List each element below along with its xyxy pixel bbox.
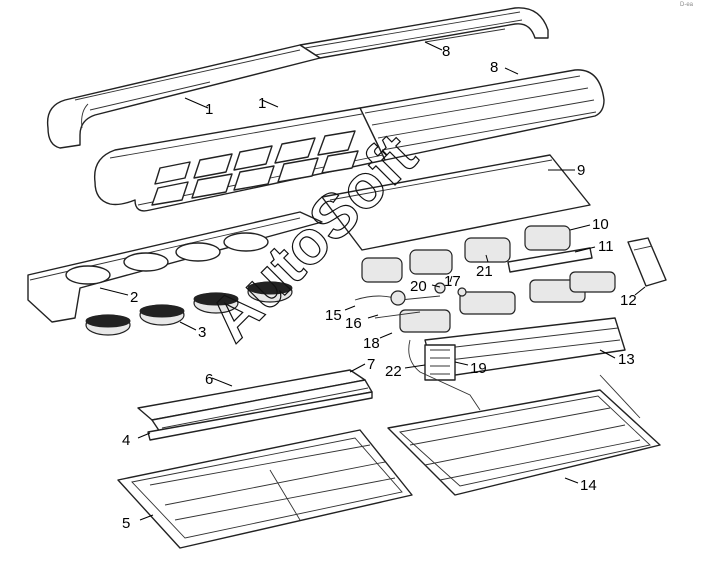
callout-19: 19 xyxy=(470,360,487,377)
part-12-control-box xyxy=(627,237,667,287)
callout-15: 15 xyxy=(325,307,342,324)
callout-5: 5 xyxy=(122,515,130,532)
part-2-base-plate xyxy=(27,211,323,323)
part-11-rail xyxy=(507,247,593,273)
part-8-lower-cover xyxy=(359,69,605,161)
part-3-fans xyxy=(85,281,293,336)
callout-21: 21 xyxy=(476,263,493,280)
callout-14: 14 xyxy=(580,477,597,494)
callout-6: 6 xyxy=(205,371,213,388)
callout-18: 18 xyxy=(363,335,380,352)
leader-lines xyxy=(99,41,646,521)
callout-3: 3 xyxy=(198,324,206,341)
callout-20: 20 xyxy=(410,278,427,295)
part-6-7-4-filter xyxy=(137,369,373,441)
callout-7: 7 xyxy=(367,356,375,373)
callout-1-upper: 1 xyxy=(205,101,213,118)
part-10-blowers xyxy=(361,225,571,283)
callout-16: 16 xyxy=(345,315,362,332)
callout-8-lower: 8 xyxy=(490,59,498,76)
callout-1-lower: 1 xyxy=(258,95,266,112)
part-9-top-plate xyxy=(321,154,591,251)
callout-17: 17 xyxy=(444,273,461,290)
part-8-upper-cover xyxy=(299,7,549,59)
piping-parts xyxy=(354,282,481,411)
callout-13: 13 xyxy=(618,351,635,368)
part-1-upper-cover xyxy=(46,44,321,149)
part-5-frame xyxy=(117,429,413,549)
corner-mark: D-ea xyxy=(679,2,693,8)
part-14-lower-housing xyxy=(387,374,661,496)
callout-4: 4 xyxy=(122,432,130,449)
callout-22: 22 xyxy=(385,363,402,380)
callout-8-upper: 8 xyxy=(442,43,450,60)
callout-10: 10 xyxy=(592,216,609,233)
evaporator-blowers xyxy=(399,271,616,333)
callout-11: 11 xyxy=(598,238,614,255)
callouts: 8 8 1 1 9 10 11 21 17 20 12 2 15 16 18 3… xyxy=(122,43,637,532)
callout-12: 12 xyxy=(620,292,637,309)
callout-9: 9 xyxy=(577,162,585,179)
part-22-19-coil xyxy=(424,344,456,381)
part-1-lower-cover xyxy=(93,107,386,212)
callout-2: 2 xyxy=(130,289,138,306)
